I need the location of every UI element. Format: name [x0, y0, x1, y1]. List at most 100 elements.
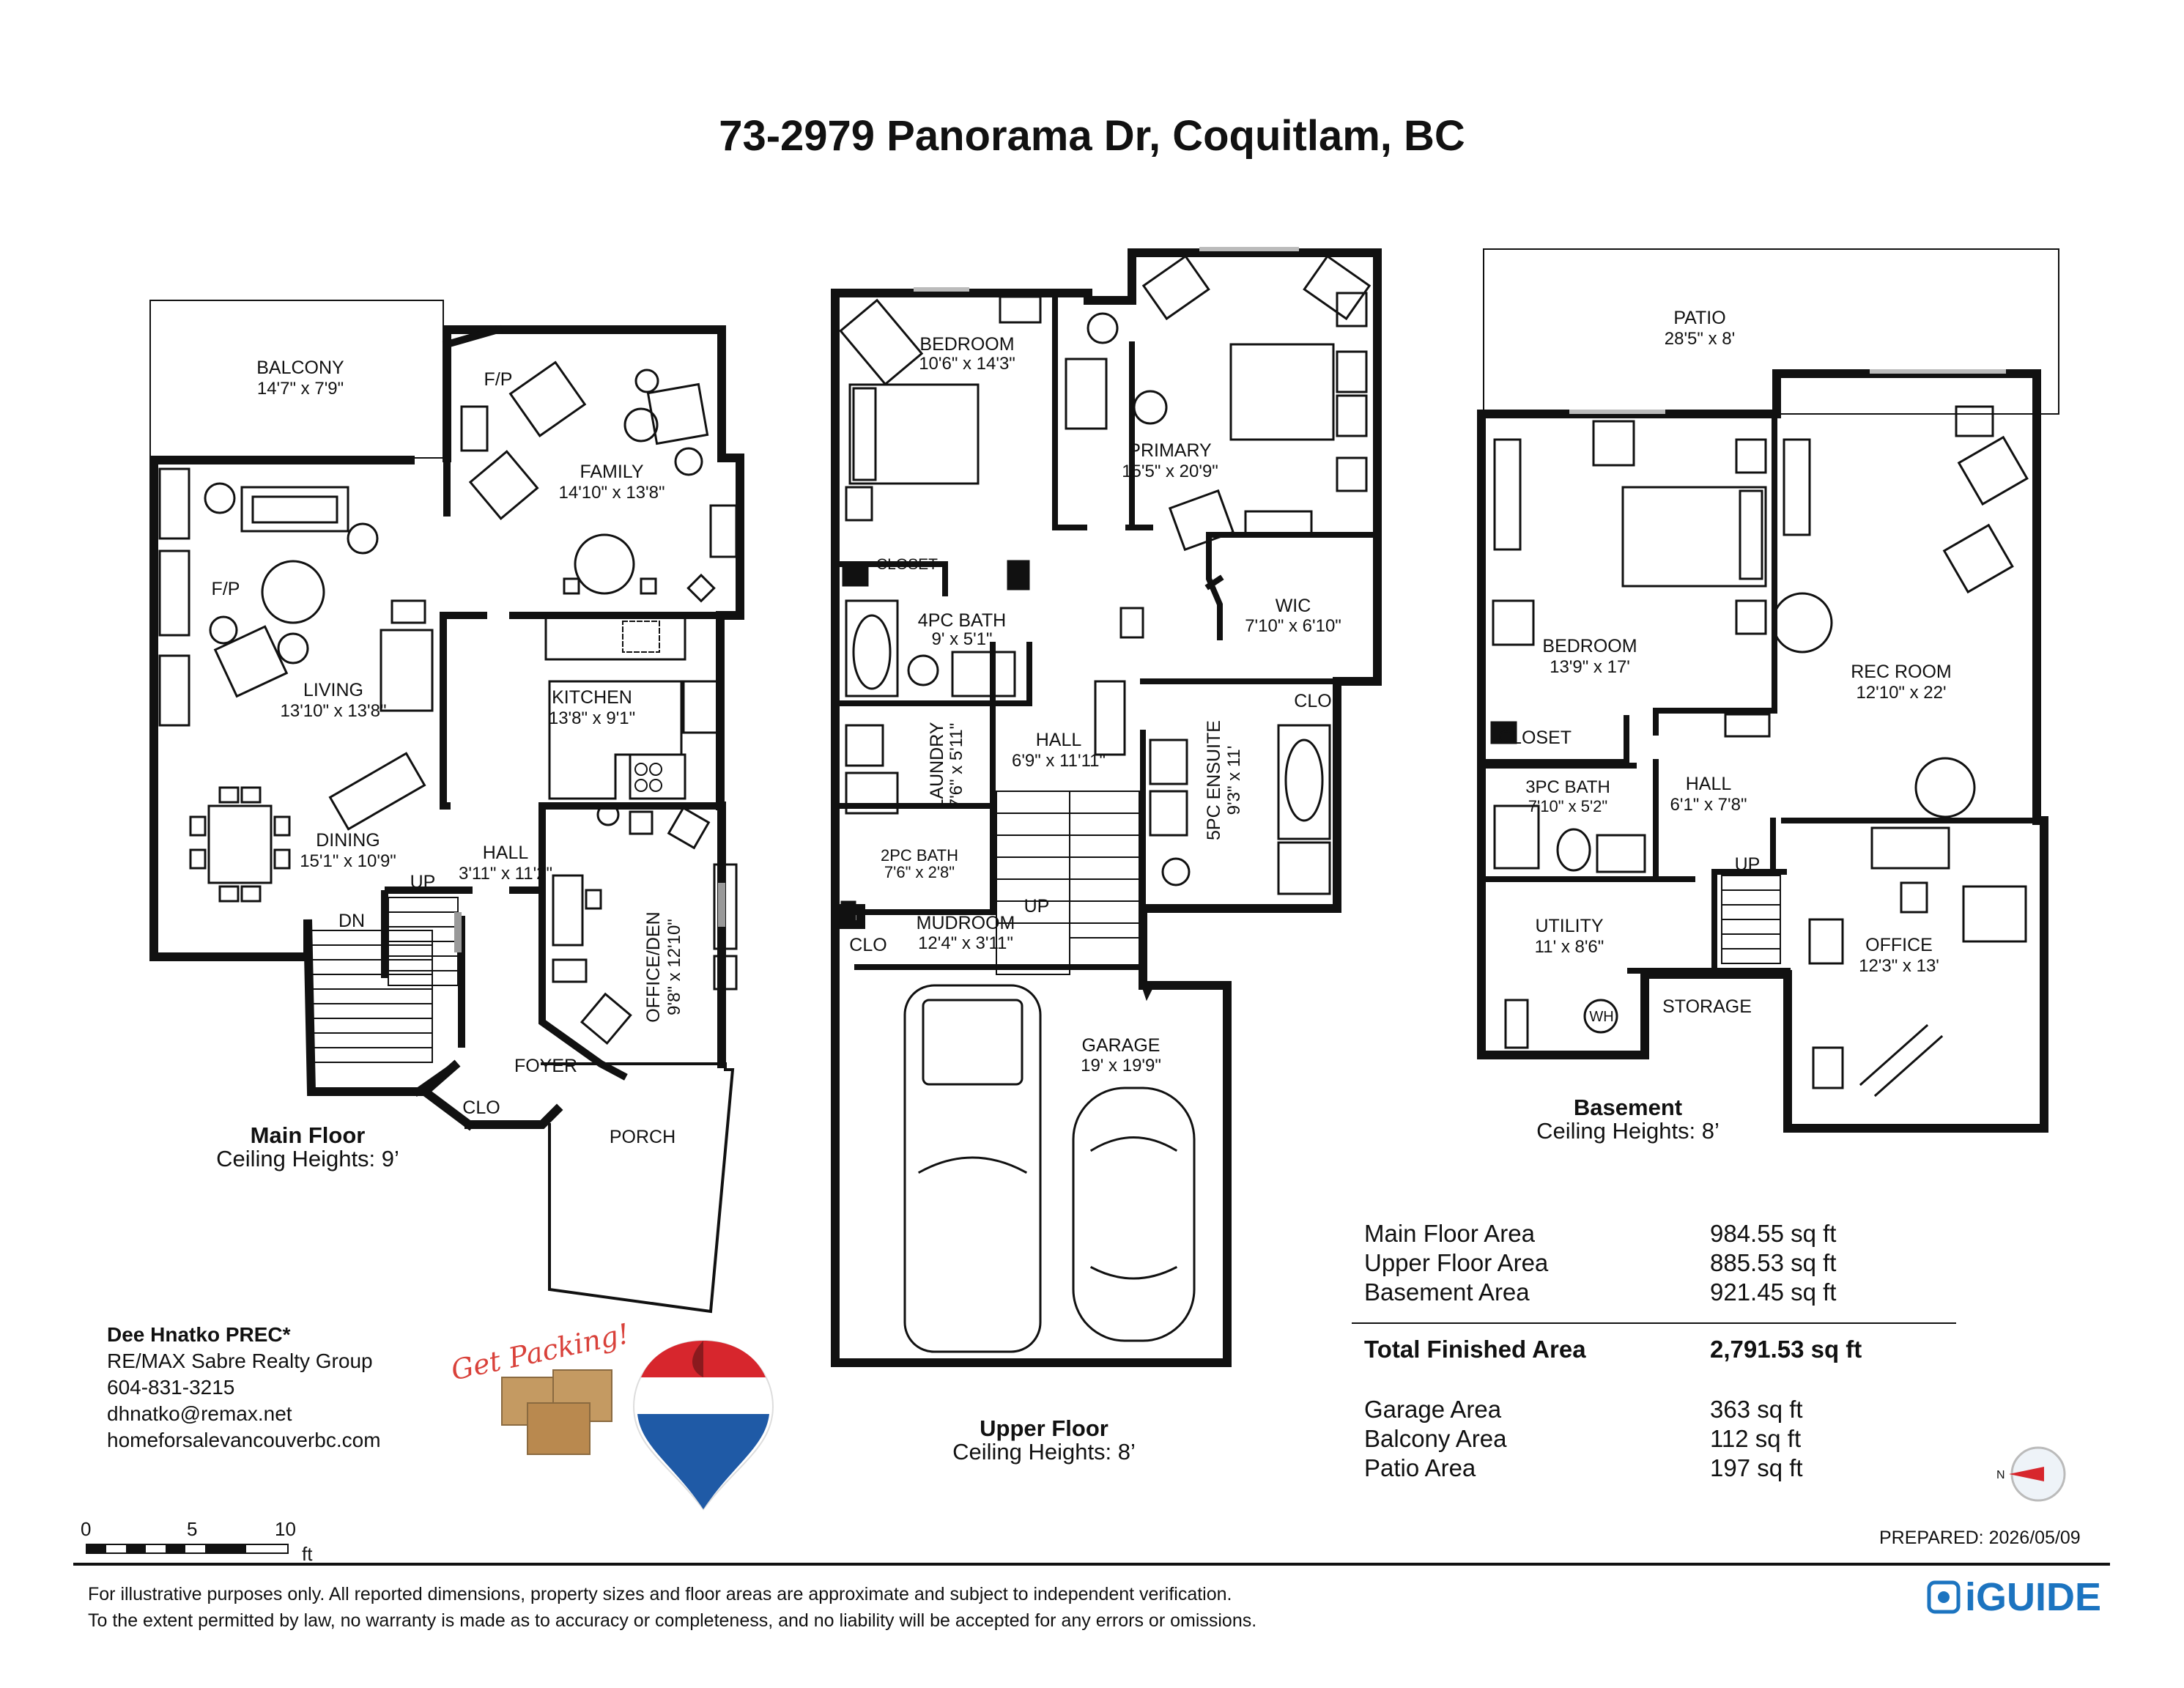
basement-interior-walls	[1478, 411, 2040, 974]
room-office-b-name: OFFICE	[1865, 935, 1933, 955]
room-up-b-name: UP	[1735, 854, 1761, 875]
room-kitchen-name: KITCHEN	[552, 687, 632, 708]
office-den-furniture	[552, 803, 738, 1045]
main-floor-ceiling: Ceiling Heights: 9’	[216, 1146, 399, 1171]
room-garage-dim: 19' x 19'9"	[1081, 1056, 1161, 1076]
area-label: Upper Floor Area	[1364, 1249, 1549, 1276]
garage-cars	[903, 984, 1196, 1353]
compass-icon: N	[1996, 1446, 2066, 1502]
room-bath4-dim: 9' x 5'1"	[931, 629, 992, 649]
room-bath2-name: 2PC BATH	[881, 846, 958, 865]
room-dining-name: DINING	[316, 830, 380, 851]
family-furniture	[460, 360, 738, 603]
remax-balloon-logo	[632, 1339, 774, 1511]
room-laundry-name: LAUNDRY	[927, 722, 947, 809]
room-bedroom-b-name: BEDROOM	[1542, 636, 1637, 656]
scale-tick-0: 0	[81, 1518, 91, 1540]
area-label: Total Finished Area	[1364, 1336, 1586, 1363]
upper-floor	[831, 247, 1382, 1367]
room-ensuite-dim: 9'3" x 11'	[1224, 746, 1244, 815]
area-row: Balcony Area 112 sq ft	[1364, 1425, 1965, 1453]
room-labels: BALCONY 14'7" x 7'9" F/P FAMILY 14'10" x…	[212, 308, 1952, 1147]
basement	[1477, 248, 2059, 1133]
room-fp1-name: F/P	[484, 369, 513, 390]
room-office-den-name: OFFICE/DEN	[643, 911, 664, 1022]
room-office-b-dim: 12'3" x 13'	[1859, 956, 1939, 976]
area-label: Balcony Area	[1364, 1425, 1507, 1452]
room-bath2-dim: 7'6" x 2'8"	[884, 863, 955, 881]
room-family-name: FAMILY	[580, 462, 643, 482]
agent-email[interactable]: dhnatko@remax.net	[107, 1402, 292, 1425]
room-fp2-name: F/P	[212, 579, 240, 599]
main-floor-name: Main Floor	[251, 1122, 366, 1148]
basement-furniture	[1492, 405, 2029, 1097]
basement-name: Basement	[1574, 1095, 1682, 1120]
agent-website[interactable]: homeforsalevancouverbc.com	[107, 1429, 381, 1451]
room-foyer-name: FOYER	[514, 1056, 577, 1076]
room-clo-main-name: CLO	[462, 1097, 500, 1118]
area-row: Main Floor Area 984.55 sq ft	[1364, 1220, 1965, 1248]
room-wic-dim: 7'10" x 6'10"	[1245, 616, 1341, 636]
room-bath4-name: 4PC BATH	[918, 610, 1006, 631]
area-value: 112 sq ft	[1710, 1425, 1802, 1452]
area-value: 363 sq ft	[1710, 1396, 1803, 1423]
main-floor-walls	[149, 325, 744, 1129]
scale-bar: 0 5 10 ft	[81, 1518, 313, 1565]
room-ensuite-name: 5PC ENSUITE	[1204, 720, 1224, 840]
disclaimer-line: For illustrative purposes only. All repo…	[88, 1584, 1232, 1604]
scale-tick-10: 10	[275, 1518, 296, 1540]
dining-furniture	[189, 786, 291, 903]
area-value: 197 sq ft	[1710, 1454, 1803, 1481]
room-hall-up-name: HALL	[1036, 730, 1082, 750]
room-bedroom-up-name: BEDROOM	[919, 334, 1014, 355]
agent-phone: 604-831-3215	[107, 1376, 235, 1399]
room-patio-dim: 28'5" x 8'	[1665, 329, 1735, 349]
iguide-logo: iGUIDE	[1927, 1575, 2101, 1619]
box-icon	[527, 1402, 591, 1455]
room-clo-ens-name: CLO	[1294, 691, 1331, 711]
living-furniture	[158, 467, 434, 831]
area-row: Upper Floor Area 885.53 sq ft	[1364, 1249, 1965, 1277]
room-balcony-dim: 14'7" x 7'9"	[257, 379, 344, 399]
disclaimer-line: To the extent permitted by law, no warra…	[88, 1610, 1257, 1631]
room-bedroom-b-dim: 13'9" x 17'	[1550, 657, 1630, 677]
upper-stairs	[996, 791, 1140, 975]
room-mudroom-name: MUDROOM	[917, 913, 1015, 933]
iguide-brand-text: iGUIDE	[1965, 1575, 2102, 1619]
main-floor	[149, 300, 744, 1314]
prepared-date: PREPARED: 2026/05/09	[1879, 1528, 2081, 1548]
area-row: Basement Area 921.45 sq ft	[1364, 1278, 1965, 1306]
basement-ceiling: Ceiling Heights: 8’	[1536, 1118, 1720, 1144]
area-value: 984.55 sq ft	[1710, 1220, 1837, 1247]
room-rec-name: REC ROOM	[1851, 662, 1952, 682]
scale-unit: ft	[302, 1543, 313, 1565]
room-hall-main-dim: 3'11" x 11'2"	[459, 864, 552, 884]
room-primary-name: PRIMARY	[1128, 440, 1212, 461]
main-stairs	[311, 897, 459, 1063]
patio-outline	[1483, 248, 2059, 415]
room-bath3-dim: 7'10" x 5'2"	[1528, 797, 1607, 815]
area-label: Patio Area	[1364, 1454, 1476, 1481]
room-dining-dim: 15'1" x 10'9"	[300, 851, 396, 871]
agent-name: Dee Hnatko PREC*	[107, 1323, 291, 1346]
room-utility-name: UTILITY	[1535, 916, 1603, 936]
area-value: 2,791.53 sq ft	[1710, 1336, 1862, 1363]
room-hall-b-name: HALL	[1686, 774, 1732, 794]
room-up-upper-name: UP	[1024, 896, 1050, 917]
room-up-main-name: UP	[410, 872, 436, 892]
area-row: Garage Area 363 sq ft	[1364, 1396, 1965, 1424]
room-wh-name: WH	[1589, 1009, 1613, 1025]
upper-furniture	[839, 254, 1372, 895]
basement-stairs	[1721, 875, 1781, 964]
room-bath3-name: 3PC BATH	[1525, 777, 1610, 797]
upper-floor-name: Upper Floor	[980, 1415, 1108, 1441]
room-utility-dim: 11' x 8'6"	[1535, 937, 1604, 957]
area-row: Patio Area 197 sq ft	[1364, 1454, 1965, 1482]
upper-floor-walls	[831, 248, 1382, 1367]
page-title: 73-2979 Panorama Dr, Coquitlam, BC	[719, 112, 1465, 160]
agent-company: RE/MAX Sabre Realty Group	[107, 1350, 373, 1372]
room-laundry-dim: 7'6" x 5'11"	[947, 723, 966, 809]
room-family-dim: 14'10" x 13'8"	[559, 483, 665, 503]
get-packing-badge: Get Packing!	[448, 1317, 632, 1455]
area-label: Basement Area	[1364, 1278, 1530, 1306]
